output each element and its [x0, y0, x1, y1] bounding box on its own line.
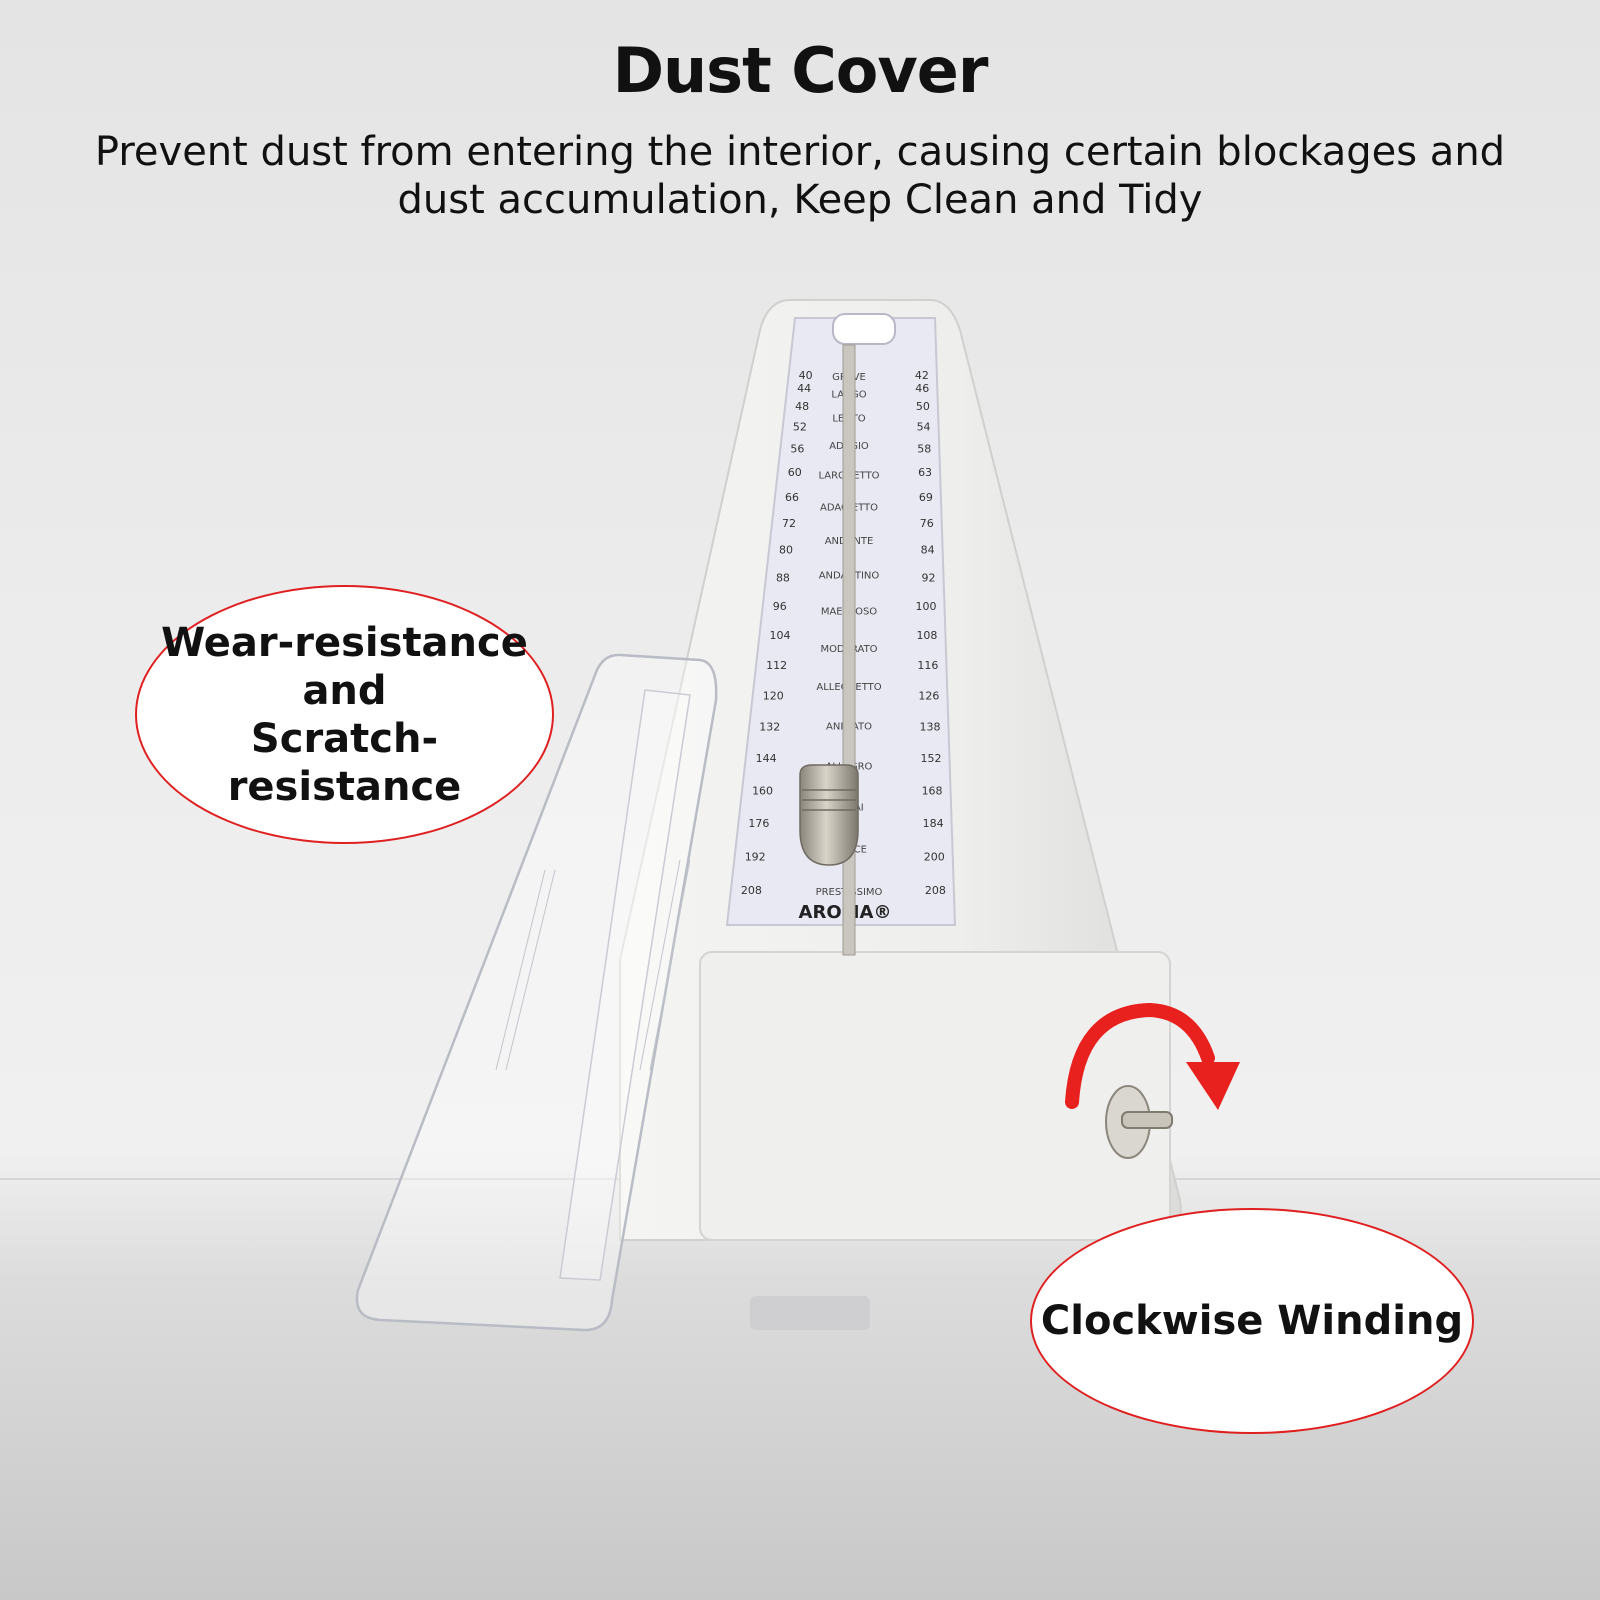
scale-right-label: 54	[917, 420, 931, 433]
scale-left-label: 80	[779, 544, 793, 557]
scale-right-label: 138	[919, 721, 940, 734]
scale-left-label: 192	[745, 850, 766, 863]
scale-left-label: 104	[769, 629, 790, 642]
scale-right-label: 58	[917, 442, 931, 455]
scale-left-label: 160	[752, 784, 773, 797]
scale-left-label: 208	[741, 884, 762, 897]
scale-left-label: 120	[763, 689, 784, 702]
scale-right-label: 50	[916, 400, 930, 413]
scale-right-label: 100	[915, 600, 936, 613]
scale-left-label: 44	[797, 382, 811, 395]
scale-right-label: 126	[918, 689, 939, 702]
callout-wear-resistance: Wear-resistance and Scratch-resistance	[135, 585, 554, 844]
scale-left-label: 132	[759, 721, 780, 734]
scale-left-label: 52	[793, 420, 807, 433]
scale-left-label: 72	[782, 517, 796, 530]
scale-left-label: 40	[799, 369, 813, 382]
scale-right-label: 69	[919, 491, 933, 504]
page-description: Prevent dust from entering the interior,…	[94, 129, 1506, 223]
scale-right-label: 76	[920, 517, 934, 530]
scale-right-label: 63	[918, 466, 932, 479]
callout-wear-resistance-text: Wear-resistance and Scratch-resistance	[161, 619, 528, 810]
scale-left-label: 112	[766, 659, 787, 672]
scale-left-label: 60	[788, 466, 802, 479]
callout-clockwise-winding: Clockwise Winding	[1030, 1208, 1474, 1434]
scale-right-label: 116	[917, 659, 938, 672]
scale-right-label: 84	[921, 544, 935, 557]
scale-right-label: 208	[925, 884, 946, 897]
page-title: Dust Cover	[612, 34, 989, 107]
scale-left-label: 176	[748, 817, 769, 830]
scale-left-label: 66	[785, 491, 799, 504]
scale-left-label: 88	[776, 571, 790, 584]
scale-right-label: 108	[916, 629, 937, 642]
scale-right-label: 184	[923, 817, 944, 830]
scale-right-label: 168	[922, 784, 943, 797]
scale-right-label: 200	[924, 850, 945, 863]
scale-right-label: 92	[922, 571, 936, 584]
scale-right-label: 42	[915, 369, 929, 382]
scale-left-label: 48	[795, 400, 809, 413]
scale-right-label: 46	[915, 382, 929, 395]
callout-clockwise-winding-text: Clockwise Winding	[1040, 1298, 1464, 1344]
scale-right-label: 152	[921, 752, 942, 765]
scale-left-label: 96	[773, 600, 787, 613]
scale-left-label: 56	[790, 442, 804, 455]
scale-left-label: 144	[756, 752, 777, 765]
